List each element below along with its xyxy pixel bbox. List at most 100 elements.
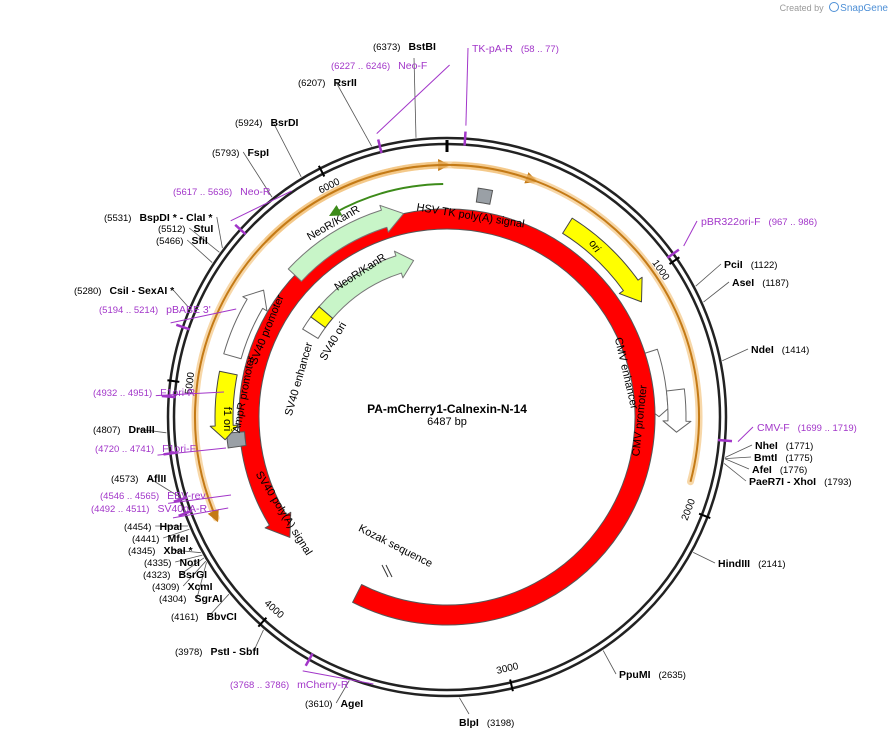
site-pos-hpai: (4454) — [124, 522, 151, 533]
primer-name-sv40pa-r: SV40pA-R — [157, 503, 207, 515]
feature-hsv-tk-polya — [475, 187, 494, 205]
primer-range-neo-r: (5617 .. 5636) — [173, 187, 232, 198]
site-leader-lines — [137, 57, 753, 715]
leader-bspdi — [216, 216, 223, 249]
primer-label-tk-pa-r: TK-pA-R(58 .. 77) — [472, 43, 559, 55]
site-label-xbai: (4345)XbaI * — [128, 545, 194, 557]
primer-label-ebv-rev: (4546 .. 4565)EBV-rev — [100, 490, 206, 502]
site-name-noti: NotI — [179, 557, 199, 569]
site-label-agei: (3610) AgeI — [305, 698, 363, 710]
site-pos-psti: (3978) — [175, 647, 202, 658]
leader-pcii — [695, 263, 722, 287]
leader-bmti — [724, 456, 752, 459]
ruler-tick-3000 — [509, 679, 514, 692]
site-label-afei: AfeI(1776) — [752, 464, 807, 476]
primer-name-cmv-f: CMV-F — [757, 422, 790, 434]
site-pos-bsrdi: (5924) — [235, 118, 262, 129]
site-label-stui: (5512) StuI — [158, 223, 213, 235]
primer-name-f1ori-r: F1ori-R — [160, 387, 195, 399]
site-pos-xbai: (4345) — [128, 546, 155, 557]
leader-draiii — [137, 428, 167, 434]
label-pamcherry1: PAmCherry1 — [281, 561, 339, 606]
primer-marker-cmv-f — [717, 438, 733, 443]
site-name-bsrdi: BsrDI — [270, 117, 298, 129]
site-name-ppumi: PpuMI — [619, 669, 651, 681]
site-pos-agei: (3610) — [305, 699, 332, 710]
primer-marker-mcherry-r — [304, 652, 314, 667]
site-label-nhei: NheI(1771) — [755, 440, 813, 452]
primer-range-sv40pa-r: (4492 .. 4511) — [91, 504, 149, 515]
site-label-bspdi: (5531)BspDI * - ClaI * — [104, 212, 213, 224]
primer-marker-f1ori-r — [161, 394, 176, 399]
feature-sv40-ori — [310, 305, 334, 329]
primer-range-neo-f: (6227 .. 6246) — [331, 61, 390, 72]
label-sv40-polya: SV40 poly(A) signal — [253, 469, 314, 557]
site-name-stui: StuI — [193, 223, 213, 235]
feature-ampr-promoter — [223, 289, 268, 360]
site-name-bstbi: BstBI — [408, 41, 436, 53]
snapgene-logo-icon — [829, 2, 840, 12]
leader-agei — [335, 680, 350, 704]
primer-marker-neo-r — [234, 223, 247, 236]
site-pos-ndei: (1414) — [782, 345, 809, 356]
primer-leader-f1ori-r — [155, 391, 225, 397]
leader-csii — [172, 289, 189, 308]
site-pos-csii: (5280) — [74, 286, 101, 297]
primer-leader-sv40pa-r — [172, 507, 229, 519]
site-name-bsrgi: BsrGI — [178, 569, 207, 581]
site-pos-xcmi: (4309) — [152, 582, 179, 593]
plasmid-name: PA-mCherry1-Calnexin-N-14 — [367, 402, 527, 416]
features — [209, 187, 692, 626]
primer-leader-pbabe-3 — [170, 308, 237, 324]
site-pos-bsrgi: (4323) — [143, 570, 170, 581]
leader-mfei — [163, 528, 190, 539]
site-pos-draiii: (4807) — [93, 425, 120, 436]
site-label-csii: (5280)CsiI - SexAI * — [74, 285, 175, 297]
site-pos-sfii: (5466) — [156, 236, 183, 247]
leader-rsrii — [335, 81, 373, 147]
site-pos-noti: (4335) — [144, 558, 171, 569]
ruler-tick-2000 — [698, 512, 711, 519]
site-label-blpi: BlpI(3198) — [459, 717, 514, 729]
ruler-label-2000: 2000 — [680, 497, 698, 522]
primer-range-tk-pa-r: (58 .. 77) — [521, 44, 559, 55]
site-name-agei: AgeI — [340, 698, 363, 710]
primer-leader-tk-pa-r — [465, 47, 469, 126]
site-pos-stui: (5512) — [158, 224, 185, 235]
primer-label-neo-r: (5617 .. 5636)Neo-R — [173, 186, 271, 198]
site-label-pcii: PciI(1122) — [724, 259, 777, 271]
feature-f1-ori — [209, 370, 239, 441]
site-label-mfei: (4441)MfeI — [132, 533, 189, 545]
site-label-bstbi: (6373)BstBI — [373, 41, 436, 53]
leader-aflii — [148, 477, 178, 496]
site-pos-hindiii: (2141) — [758, 559, 785, 570]
primer-range-f1ori-f: (4720 .. 4741) — [95, 444, 154, 455]
site-label-hindiii: HindIII(2141) — [718, 558, 786, 570]
primer-marker-sv40pa-r — [178, 509, 193, 517]
leader-bsrgi — [180, 557, 205, 575]
primer-label-cmv-f: CMV-F(1699 .. 1719) — [757, 422, 857, 434]
feature-neor-kanr-outer — [287, 204, 405, 282]
leader-stui — [188, 227, 220, 253]
feature-sv40-polya — [226, 431, 247, 449]
primer-range-mcherry-r: (3768 .. 3786) — [230, 680, 289, 691]
primer-name-pbabe-3: pBABE 3' — [166, 304, 211, 316]
site-name-psti: PstI - SbfI — [210, 646, 259, 658]
plasmid-size: 6487 bp — [427, 416, 467, 428]
site-label-bbvci: (4161)BbvCI — [171, 611, 237, 623]
site-name-mfei: MfeI — [167, 533, 188, 545]
ruler-tick-5000 — [167, 379, 180, 383]
leader-blpi — [459, 697, 470, 715]
site-label-psti: (3978) PstI - SbfI — [175, 646, 259, 658]
primer-label-neo-f: (6227 .. 6246)Neo-F — [331, 60, 427, 72]
primer-label-f1ori-f: (4720 .. 4741)F1ori-F — [95, 443, 196, 455]
site-label-sfii: (5466)SfiI — [156, 235, 208, 247]
leader-bsrdi — [272, 121, 302, 177]
leader-ndei — [722, 348, 749, 362]
site-pos-asei: (1187) — [762, 278, 789, 289]
snapgene-credit: Created by SnapGene — [780, 2, 888, 14]
feature-neor-kanr-inner — [318, 250, 415, 319]
feature-cmv-promoter — [662, 388, 692, 433]
site-label-noti: (4335) NotI — [144, 557, 200, 569]
site-name-bmti: BmtI — [754, 452, 777, 464]
